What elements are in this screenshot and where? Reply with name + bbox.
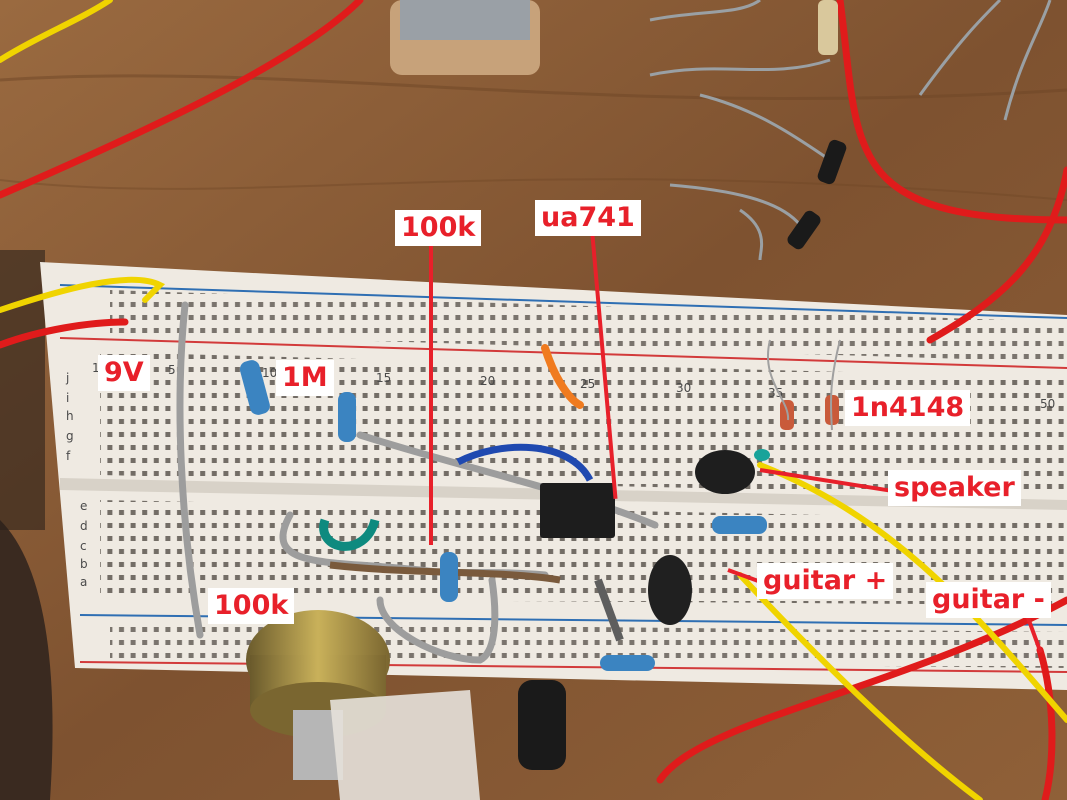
label-guitar-minus: guitar - [926, 582, 1051, 618]
gray-wire [376, 576, 499, 664]
column-number: 50 [1040, 397, 1055, 411]
gray-wire [356, 431, 659, 529]
component-lead [649, 0, 761, 22]
column-number: 20 [480, 374, 495, 388]
component-lead [699, 93, 831, 162]
resistor-bottom [600, 655, 655, 671]
yellow-wire [0, 276, 166, 313]
row-letter: h [66, 409, 74, 423]
blue-wire [456, 443, 594, 482]
column-number: 1 [92, 361, 100, 375]
red-wire [0, 0, 364, 199]
gray-wire [176, 301, 204, 639]
hand-shadow [0, 520, 53, 800]
column-number: 15 [376, 371, 391, 385]
red-wire [926, 166, 1067, 344]
pointer-line [429, 245, 433, 545]
row-letter: i [66, 391, 69, 405]
orange-wire [541, 344, 584, 409]
loose-diode [817, 139, 847, 185]
red-wire [836, 0, 1067, 224]
row-letter: f [66, 449, 71, 463]
ua741-chip [540, 483, 615, 538]
yellow-wire [0, 0, 113, 63]
ceramic-capacitor [754, 449, 770, 461]
yellow-wire [737, 572, 983, 800]
row-letter: c [80, 539, 87, 553]
row-letter: b [80, 557, 88, 571]
column-number: 25 [580, 377, 595, 391]
row-letter: a [80, 575, 87, 589]
column-number: 30 [676, 381, 691, 395]
tape [330, 690, 480, 800]
resistor-1m-b [338, 392, 356, 442]
green-wire [319, 518, 380, 551]
component-lead [669, 183, 802, 226]
component-lead [918, 0, 1002, 96]
component-lead [1003, 0, 1052, 121]
capacitor-guitar [648, 555, 692, 625]
label-9v: 9V [98, 355, 150, 391]
capacitor-bottom [518, 680, 566, 770]
column-number: 5 [168, 363, 176, 377]
red-wire [1036, 646, 1056, 800]
capacitor-speaker [695, 450, 755, 494]
row-letter: e [80, 499, 87, 513]
label-100k-potentiometer: 100k [208, 588, 295, 624]
breadboard-row-letters: j i h g f e d c b a [65, 371, 88, 589]
red-wire [656, 596, 1067, 784]
resistor-output [712, 516, 767, 534]
label-100k-resistor: 100k [395, 210, 482, 246]
row-letter: j [65, 371, 69, 385]
row-letter: g [66, 429, 74, 443]
dark-wire [594, 578, 624, 642]
column-number: 10 [262, 366, 277, 380]
loose-diode [787, 210, 821, 250]
label-speaker: speaker [888, 470, 1021, 506]
row-letter: d [80, 519, 88, 533]
label-guitar-plus: guitar + [757, 563, 894, 599]
yellow-wire [757, 462, 1067, 723]
label-ua741: ua741 [535, 200, 641, 236]
label-1n4148: 1n4148 [845, 390, 971, 426]
resistor-100k-input [440, 552, 458, 602]
label-1m: 1M [276, 360, 334, 396]
red-wire [0, 318, 129, 349]
loose-resistor [818, 0, 838, 55]
component-lead [739, 208, 764, 261]
resistor-1m-a [239, 360, 270, 415]
component-lead [649, 58, 831, 77]
